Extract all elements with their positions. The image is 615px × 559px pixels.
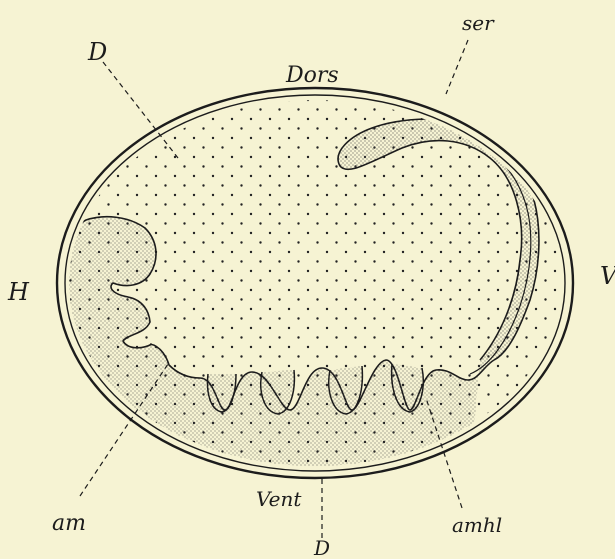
leader-ser	[446, 40, 468, 94]
label-ser: ser	[462, 11, 495, 35]
label-v: V	[600, 262, 615, 290]
label-d-top: D	[87, 38, 107, 66]
label-am: am	[52, 511, 86, 536]
label-h: H	[7, 278, 30, 306]
label-dors: Dors	[285, 63, 339, 88]
label-amhl: amhl	[452, 513, 502, 537]
label-vent: Vent	[256, 487, 302, 511]
label-d-bottom: D	[313, 536, 330, 559]
leader-d-top	[103, 62, 178, 158]
